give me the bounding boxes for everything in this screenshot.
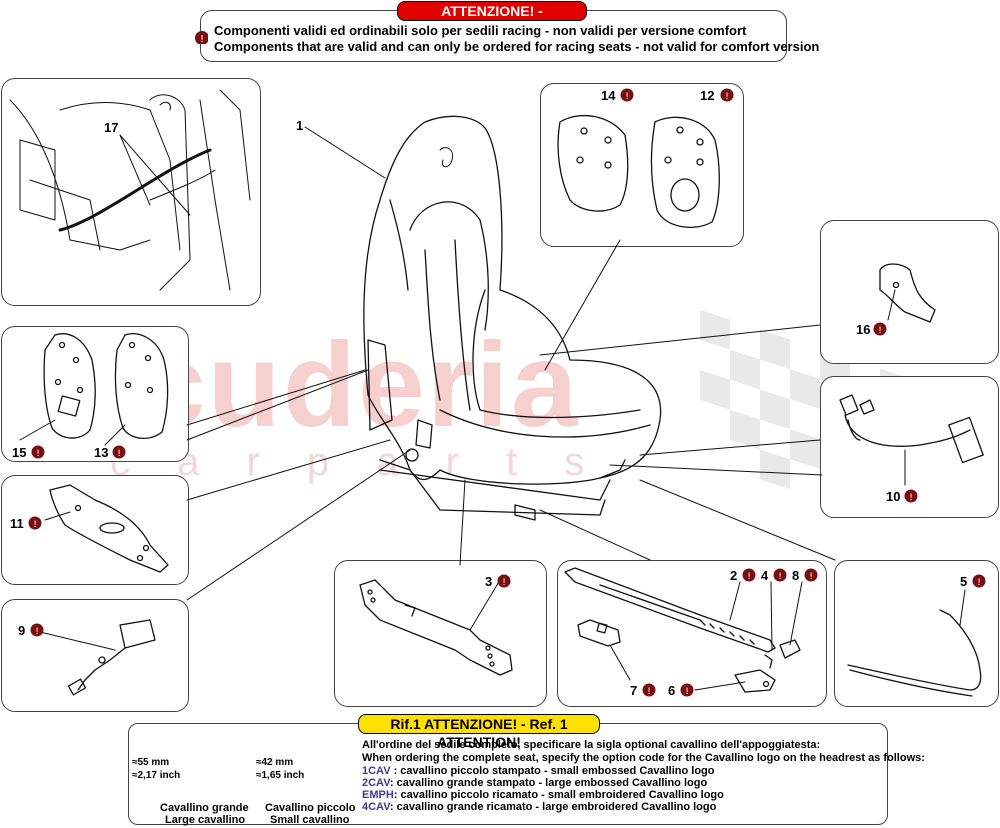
svg-text:!: ! bbox=[200, 34, 204, 44]
warning-icon: ! bbox=[804, 568, 818, 582]
box-shells-14-12 bbox=[540, 83, 744, 247]
callout-10: 10 bbox=[886, 489, 901, 504]
svg-text:!: ! bbox=[647, 687, 651, 697]
small-cavallino-caption-it: Cavallino piccolo bbox=[265, 802, 356, 814]
small-dim-inch: ≈1,65 inch bbox=[256, 770, 305, 781]
reference-intro-it: All'ordine del sedile completo, specific… bbox=[362, 739, 821, 751]
svg-text:!: ! bbox=[625, 92, 629, 102]
box-part-9 bbox=[1, 599, 189, 712]
reference-box bbox=[128, 723, 888, 825]
warning-icon: ! bbox=[31, 445, 45, 459]
callout-7: 7 bbox=[630, 683, 638, 698]
option-row: 2CAV: cavallino grande stampato - large … bbox=[362, 777, 707, 789]
box-shells-15-13 bbox=[1, 326, 189, 462]
reference-intro-en: When ordering the complete seat, specify… bbox=[362, 752, 925, 764]
box-part-11 bbox=[1, 475, 189, 585]
callout-12: 12 bbox=[700, 88, 715, 103]
warning-icon: ! bbox=[742, 568, 756, 582]
svg-text:!: ! bbox=[725, 92, 729, 102]
warning-icon: ! bbox=[642, 683, 656, 697]
option-text: : cavallino grande stampato - large embo… bbox=[389, 777, 708, 789]
callout-1: 1 bbox=[296, 118, 304, 133]
warning-icon: ! bbox=[972, 574, 986, 588]
option-code: 2CAV bbox=[362, 777, 390, 789]
warning-icon: ! bbox=[620, 88, 634, 102]
svg-text:!: ! bbox=[117, 449, 121, 459]
option-code: 1CAV bbox=[362, 765, 391, 777]
warning-icon: ! bbox=[773, 568, 787, 582]
callout-16: 16 bbox=[856, 322, 871, 337]
callout-11: 11 bbox=[10, 516, 24, 531]
callout-5: 5 bbox=[960, 574, 968, 589]
svg-text:!: ! bbox=[878, 326, 882, 336]
option-code: 4CAV bbox=[362, 801, 390, 813]
callout-14: 14 bbox=[601, 88, 616, 103]
option-row: EMPH: cavallino piccolo ricamato - small… bbox=[362, 789, 724, 801]
warning-icon: ! bbox=[720, 88, 734, 102]
warning-icon: ! bbox=[112, 445, 126, 459]
option-row: 1CAV : cavallino piccolo stampato - smal… bbox=[362, 765, 715, 777]
attention-line-en: Components that are valid and can only b… bbox=[214, 39, 820, 54]
box-interior-17 bbox=[1, 78, 261, 306]
warning-icon: ! bbox=[195, 31, 208, 44]
option-row: 4CAV: cavallino grande ricamato - large … bbox=[362, 801, 716, 813]
callout-9: 9 bbox=[18, 623, 26, 638]
reference-badge: Rif.1 ATTENZIONE! - Ref. 1 ATTENTION! bbox=[358, 714, 600, 750]
warning-icon: ! bbox=[30, 623, 44, 637]
option-text: : cavallino piccolo stampato - small emb… bbox=[390, 765, 715, 777]
large-dim-mm: ≈55 mm bbox=[132, 757, 170, 768]
warning-icon: ! bbox=[904, 489, 918, 503]
svg-text:!: ! bbox=[809, 572, 813, 582]
option-text: : cavallino piccolo ricamato - small emb… bbox=[393, 789, 724, 801]
svg-text:!: ! bbox=[35, 627, 39, 637]
large-cavallino-caption-en: Large cavallino bbox=[165, 814, 246, 826]
warning-icon: ! bbox=[873, 322, 887, 336]
large-dim-inch: ≈2,17 inch bbox=[132, 770, 181, 781]
svg-text:!: ! bbox=[33, 520, 37, 530]
box-part-16 bbox=[820, 220, 999, 364]
warning-icon: ! bbox=[680, 683, 694, 697]
box-part-3 bbox=[334, 560, 547, 707]
small-cavallino-caption-en: Small cavallino bbox=[270, 814, 350, 826]
svg-text:!: ! bbox=[502, 578, 506, 588]
svg-text:!: ! bbox=[909, 493, 913, 503]
svg-text:!: ! bbox=[685, 687, 689, 697]
svg-text:!: ! bbox=[36, 449, 40, 459]
attention-badge: ATTENZIONE! - ATTENTION! bbox=[397, 1, 587, 37]
warning-icon: ! bbox=[497, 574, 511, 588]
warning-icon: ! bbox=[28, 516, 42, 530]
svg-text:!: ! bbox=[747, 572, 751, 582]
svg-text:!: ! bbox=[778, 572, 782, 582]
callout-6: 6 bbox=[668, 683, 676, 698]
callout-17: 17 bbox=[104, 120, 119, 135]
callout-3: 3 bbox=[485, 574, 493, 589]
option-code: EMPH bbox=[362, 789, 394, 801]
option-text: : cavallino grande ricamato - large embr… bbox=[389, 801, 717, 813]
callout-13: 13 bbox=[94, 445, 109, 460]
callout-2: 2 bbox=[730, 568, 738, 583]
large-cavallino-caption-it: Cavallino grande bbox=[160, 802, 249, 814]
small-dim-mm: ≈42 mm bbox=[256, 757, 294, 768]
svg-text:!: ! bbox=[977, 578, 981, 588]
attention-line-it: Componenti validi ed ordinabili solo per… bbox=[214, 23, 747, 38]
callout-8: 8 bbox=[792, 568, 800, 583]
callout-4: 4 bbox=[761, 568, 769, 583]
callout-15: 15 bbox=[12, 445, 27, 460]
